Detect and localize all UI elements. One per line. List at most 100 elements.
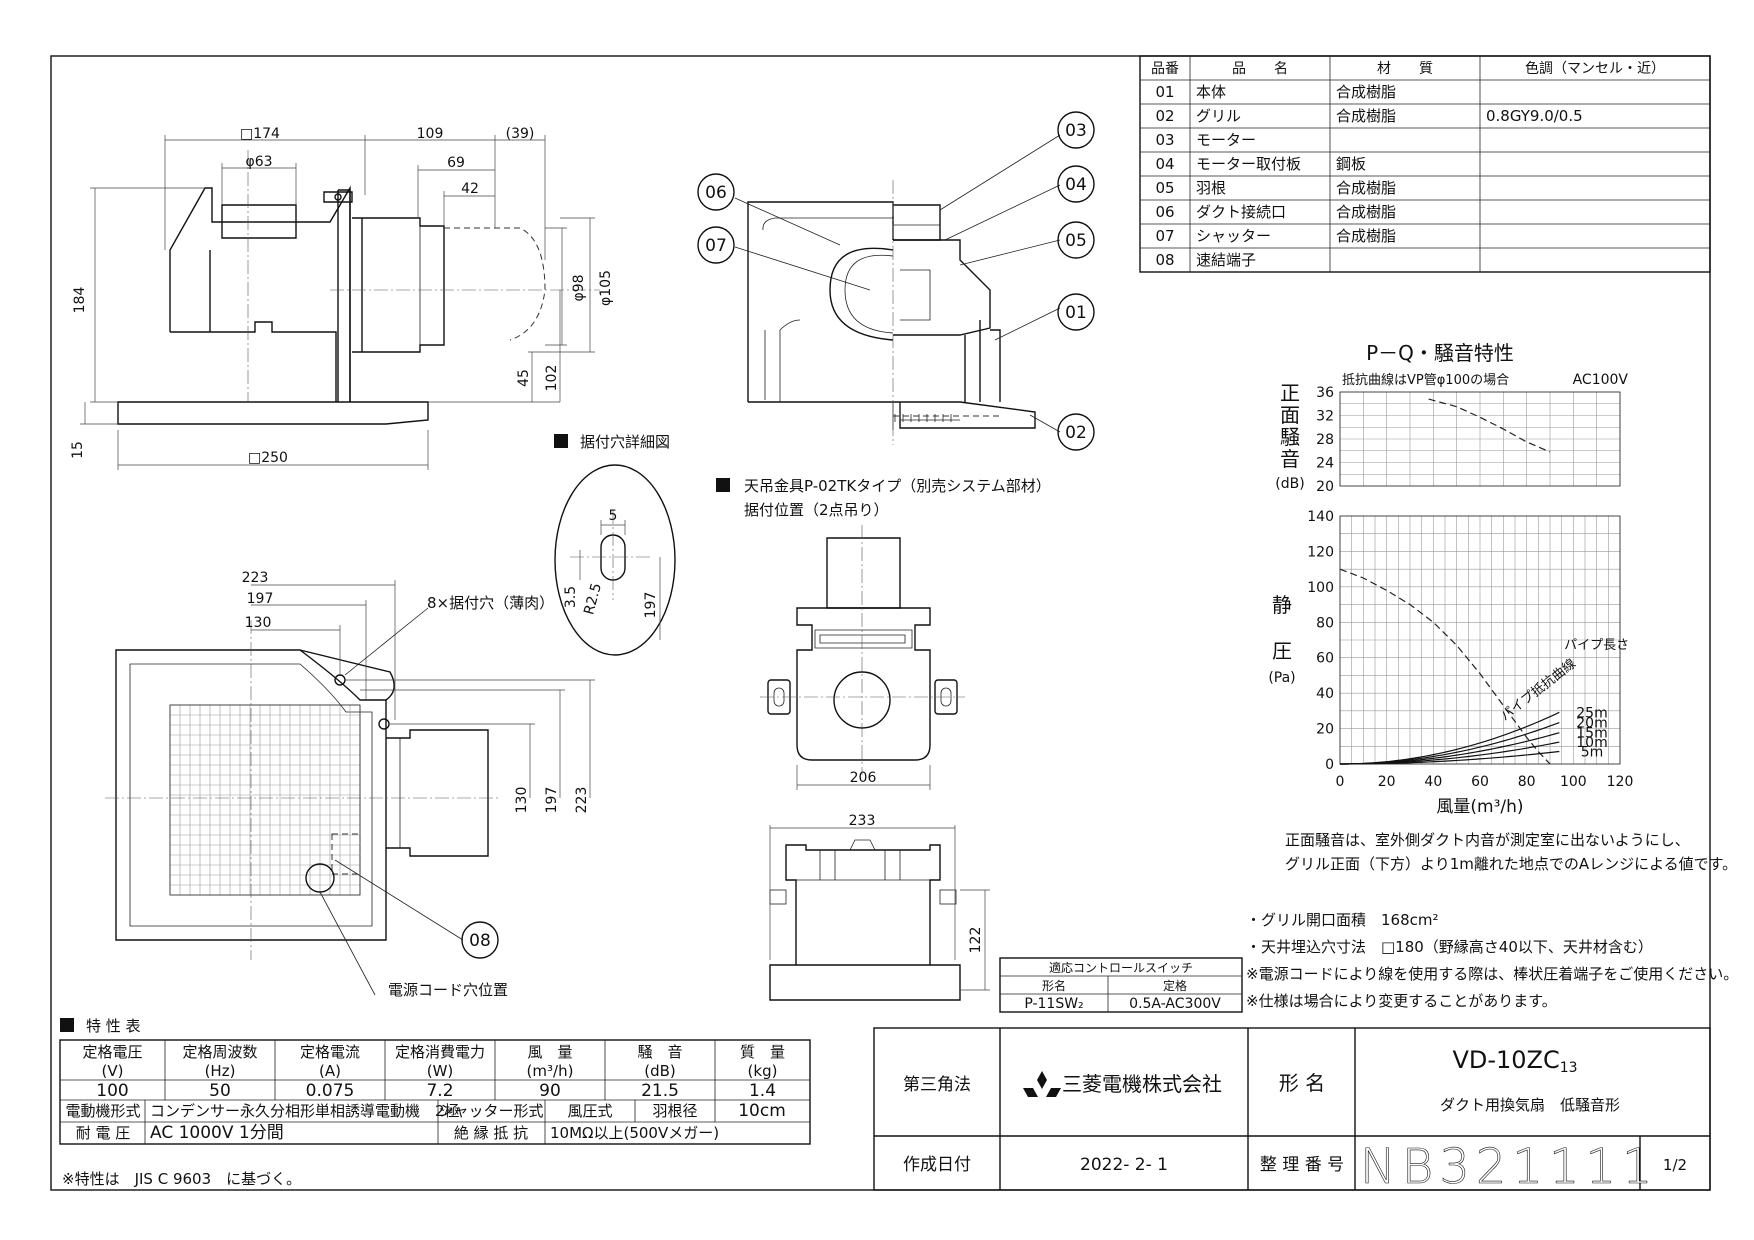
noise-curve [1428,398,1551,453]
shutter-label: シャッター形式 [438,1102,543,1120]
char-value: 100 [96,1081,128,1101]
section-view [734,134,1061,445]
pq-xtick: 0 [1336,774,1345,790]
parts-cell: 合成樹脂 [1336,83,1396,101]
number-label: 整 理 番 号 [1260,1155,1344,1175]
side-view: □174 109 (39) φ63 69 42 184 φ98 φ105 45 … [70,126,614,470]
noise-ylabel: 正 [1280,381,1300,405]
dim-15: 15 [70,441,86,459]
resistance-label: 20m [1576,716,1607,732]
callout-label: 04 [1065,175,1087,195]
characteristics-footnote: ※特性は JIS C 9603 に基づく。 [62,1170,301,1188]
hanger-dim-206: 206 [850,770,877,786]
voltage-value: AC 1000V 1分間 [150,1123,284,1143]
parts-cell: 合成樹脂 [1336,107,1396,125]
model-label: 形 名 [1279,1071,1325,1095]
shutter-value: 風圧式 [567,1102,612,1120]
mount-hole-label: 8×据付穴（薄肉） [427,594,554,612]
parts-cell: モーター [1196,131,1256,149]
dim-250: □250 [248,450,288,466]
parts-cell: 06 [1155,203,1174,221]
bottom-dim-197: 197 [247,591,274,607]
dim-109: 109 [417,126,444,142]
hole-dim-5: 5 [609,508,618,524]
noise-ylabel: 騒 [1280,425,1300,449]
sheet-border [50,55,1711,1191]
hole-detail-title: 据付穴詳細図 [580,433,670,451]
char-header: 騒 音 [637,1043,682,1061]
spec-note-2: ・天井埋込穴寸法 □180（野縁高さ40以下、天井材含む） [1246,938,1653,956]
parts-cell: 合成樹脂 [1336,179,1396,197]
char-header: 風 量 [527,1043,572,1061]
chart-curve-note: 抵抗曲線はVP管φ100の場合 [1342,372,1509,388]
pq-xtick: 20 [1378,774,1396,790]
noise-note-2: グリル正面（下方）より1m離れた地点でのAレンジによる値です。 [1285,855,1737,873]
dim-69: 69 [447,155,465,171]
parts-cell: 鋼板 [1336,155,1366,173]
callout-label: 06 [705,183,727,203]
parts-header: 色調（マンセル・近） [1525,60,1665,77]
char-header: 質 量 [740,1043,785,1061]
pq-ytick: 20 [1316,722,1334,738]
noise-ytick: 28 [1316,432,1334,448]
grille-mesh [169,704,361,896]
callout-label: 08 [469,931,491,951]
resistance-label: 15m [1576,726,1607,742]
parts-cell: 合成樹脂 [1336,203,1396,221]
parts-cell: ダクト接続口 [1196,203,1286,221]
switch-header-model: 形名 [1042,978,1066,993]
char-value: 1.4 [749,1081,776,1101]
created-date: 2022- 2- 1 [1080,1155,1168,1175]
parts-cell: 05 [1155,179,1174,197]
grille-view: 223 197 130 130 197 223 8×据付穴（薄肉） 電源コード穴… [105,570,595,999]
hole-dim-197: 197 [643,592,659,619]
noise-note-1: 正面騒音は、室外側ダクト内音が測定室に出ないようにし、 [1285,831,1690,849]
parts-cell: 03 [1155,131,1174,149]
hole-detail: 据付穴詳細図 5 3.5 R2.5 197 [554,433,676,656]
char-value: 90 [539,1081,561,1101]
callout-04 [1057,165,1095,203]
char-header: 定格電流 [300,1043,360,1061]
callout-07 [697,226,735,264]
bottom-dim-223: 223 [242,570,269,586]
char-value: 21.5 [641,1081,679,1101]
callout-label: 05 [1065,231,1087,251]
spec-note-4: ※仕様は場合により変更することがあります。 [1246,992,1557,1010]
pq-noise-chart: P－Q・騒音特性 抵抗曲線はVP管φ100の場合 AC100V 20242832… [1268,341,1633,817]
hole-dim-r2-5: R2.5 [581,581,605,616]
blade-label: 羽根径 [652,1102,697,1120]
switch-rating: 0.5A-AC300V [1129,996,1221,1012]
callout-08 [461,921,499,959]
hanger-dim-122: 122 [968,927,984,954]
char-unit: (kg) [748,1062,778,1080]
cord-hole-label: 電源コード穴位置 [388,981,508,999]
parts-cell: 01 [1155,83,1174,101]
hanger-dim-233: 233 [849,813,876,829]
parts-header: 品 名 [1232,61,1288,77]
pq-xlabel: 風量(m³/h) [1436,797,1523,817]
callout-02 [1057,413,1095,451]
pq-ytick: 40 [1316,686,1334,702]
voltage-label: 耐 電 圧 [76,1124,131,1142]
chart-supply: AC100V [1573,372,1629,388]
char-header: 定格電圧 [82,1043,142,1061]
company-name: 三菱電機株式会社 [1062,1072,1222,1096]
bottom-dim-130: 130 [245,615,272,631]
page-number: 1/2 [1663,1156,1687,1174]
notes: 正面騒音は、室外側ダクト内音が測定室に出ないようにし、 グリル正面（下方）より1… [1246,831,1738,1010]
model-description: ダクト用換気扇 低騒音形 [1440,1096,1620,1114]
model-name: VD-10ZC13 [1452,1046,1577,1076]
pq-ytick: 80 [1316,615,1334,631]
parts-cell: シャッター [1196,227,1271,245]
pq-xtick: 60 [1471,774,1489,790]
noise-ytick: 36 [1316,385,1334,401]
char-unit: (V) [102,1062,124,1080]
resistance-label: 10m [1576,735,1607,751]
resistance-curve [1339,750,1560,765]
parts-cell: 08 [1155,251,1174,269]
hanger-subtitle: 据付位置（2点吊り） [744,501,889,519]
noise-ytick: 20 [1316,479,1334,495]
